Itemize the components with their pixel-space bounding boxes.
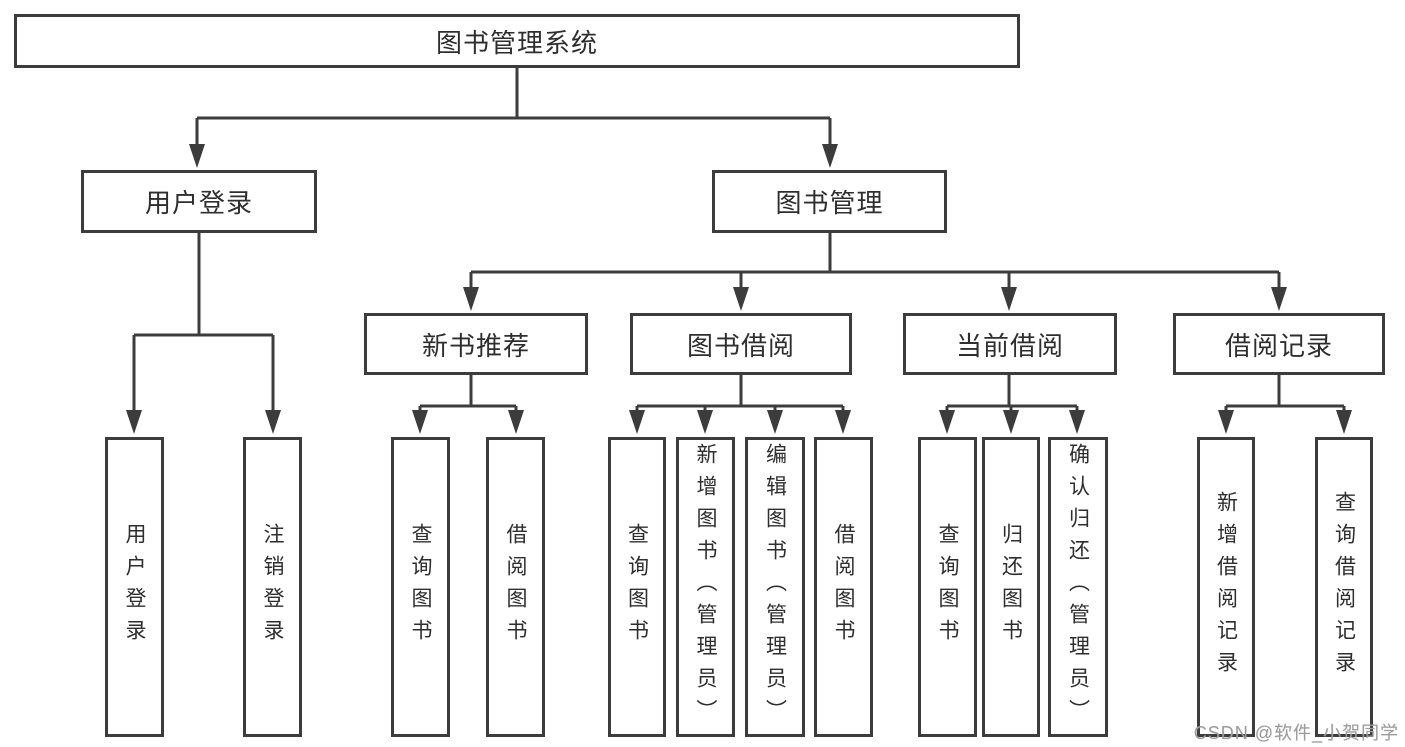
node-new-book-recommend: 新书推荐 [364, 313, 588, 375]
node-book-borrow: 图书借阅 [630, 313, 852, 375]
leaf-newbooks-borrow-book: 借阅图书 [486, 437, 545, 737]
leaf-current-return-book: 归还图书 [982, 437, 1040, 737]
node-book-management: 图书管理 [712, 170, 947, 233]
node-borrow-records: 借阅记录 [1173, 313, 1385, 375]
leaf-label: 注销登录 [261, 523, 284, 651]
node-root-library-system: 图书管理系统 [14, 14, 1020, 68]
node-user-login: 用户登录 [81, 170, 317, 233]
leaf-newbooks-query-book: 查询图书 [391, 437, 450, 737]
leaf-user-login: 用户登录 [105, 437, 164, 737]
leaf-current-query-book: 查询图书 [918, 437, 977, 737]
leaf-records-query-record: 查询借阅记录 [1315, 437, 1373, 737]
leaf-label: 借阅图书 [504, 523, 527, 651]
node-current-borrow: 当前借阅 [903, 313, 1117, 375]
leaf-label: 编辑图书（管理员） [763, 443, 787, 731]
leaf-borrow-edit-book-admin: 编辑图书（管理员） [745, 437, 805, 737]
csdn-watermark: CSDN @软件_小贺同学 [1193, 723, 1399, 743]
leaf-label: 查询图书 [936, 523, 959, 651]
leaf-label: 归还图书 [999, 523, 1023, 651]
leaf-borrow-borrow-book: 借阅图书 [814, 437, 873, 737]
leaf-label: 确认归还（管理员） [1066, 443, 1090, 731]
leaf-current-confirm-return-admin: 确认归还（管理员） [1048, 437, 1108, 737]
leaf-records-add-record: 新增借阅记录 [1197, 437, 1255, 737]
leaf-label: 查询图书 [625, 523, 649, 651]
leaf-label: 查询借阅记录 [1332, 491, 1356, 683]
leaf-label: 查询图书 [409, 523, 432, 651]
leaf-label: 新增图书（管理员） [694, 443, 717, 731]
leaf-logout: 注销登录 [243, 437, 302, 737]
leaf-borrow-add-book-admin: 新增图书（管理员） [676, 437, 735, 737]
leaf-label: 新增借阅记录 [1214, 491, 1238, 683]
leaf-label: 用户登录 [123, 523, 146, 651]
leaf-label: 借阅图书 [832, 523, 855, 651]
leaf-borrow-query-book: 查询图书 [608, 437, 666, 737]
